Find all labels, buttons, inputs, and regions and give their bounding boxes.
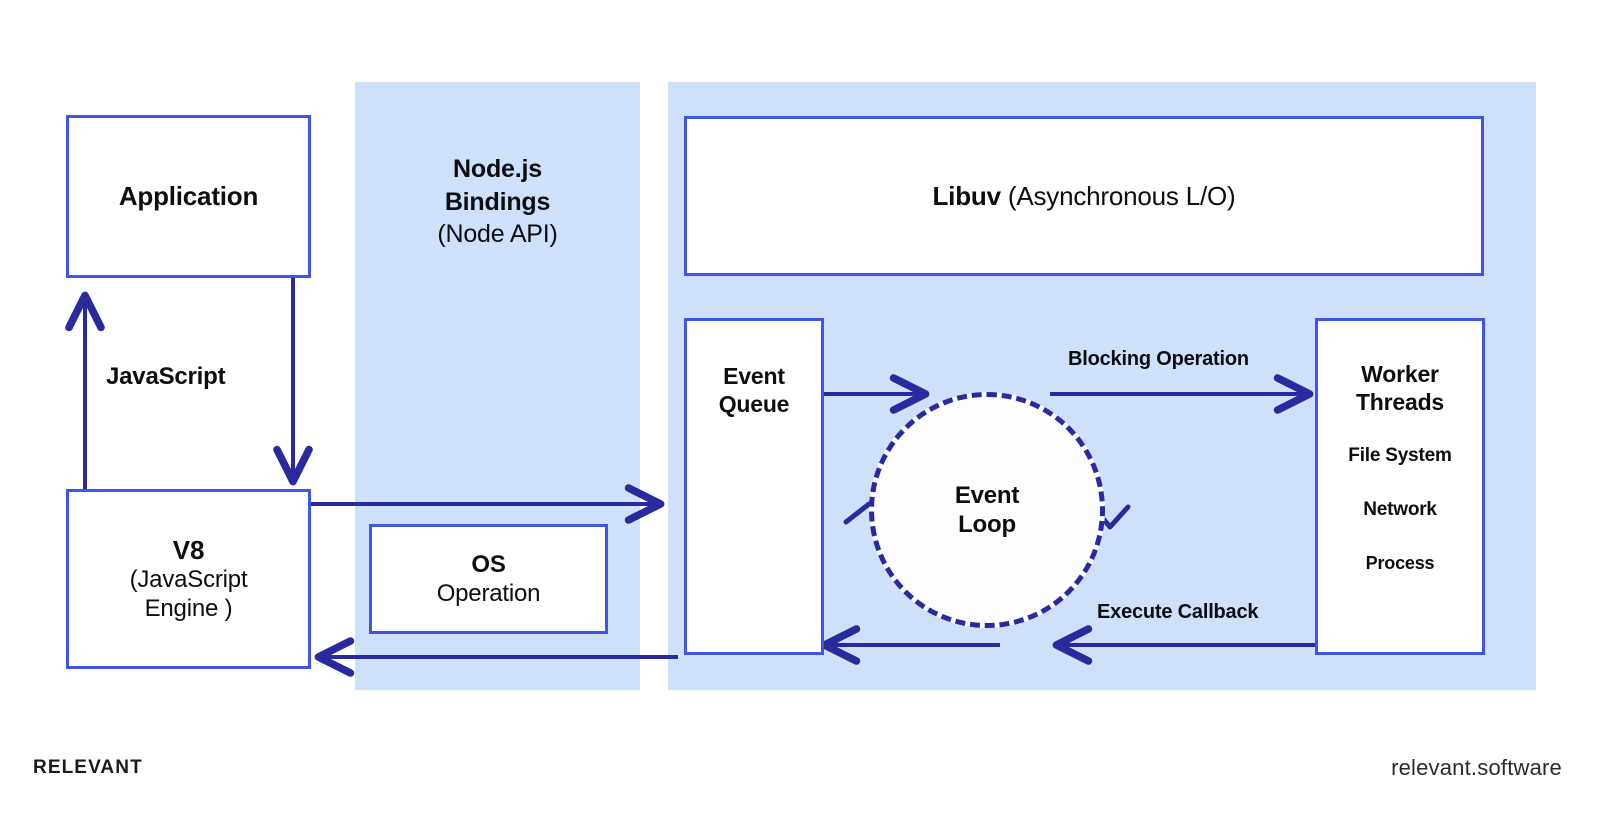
worker-item-file-system: File System [1348, 445, 1452, 467]
label-node-bindings: Node.js Bindings (Node API) [355, 153, 640, 251]
worker-item-network: Network [1363, 499, 1437, 521]
box-v8[interactable]: V8 (JavaScript Engine ) [66, 489, 311, 669]
bindings-line2: Bindings [444, 187, 551, 216]
bindings-line3: (Node API) [437, 220, 558, 248]
event-queue-title-line1: Event [723, 363, 785, 389]
event-loop-title-line1: Event [954, 481, 1020, 509]
v8-title: V8 [172, 535, 205, 566]
footer-site: relevant.software [1391, 755, 1562, 780]
event-loop-title-line2: Loop [958, 510, 1016, 538]
bindings-line1: Node.js [453, 155, 542, 183]
libuv-title: Libuv [932, 180, 1002, 211]
node-event-loop[interactable]: Event Loop [869, 392, 1105, 628]
os-title: OS [471, 550, 506, 578]
worker-item-process: Process [1365, 553, 1435, 574]
label-javascript: JavaScript [106, 363, 226, 390]
v8-subtitle-line2: Engine ) [144, 595, 233, 623]
application-title: Application [118, 181, 259, 212]
box-application[interactable]: Application [66, 115, 311, 278]
libuv-heading: Libuv (Asynchronous L/O) [933, 181, 1236, 211]
box-os-operation[interactable]: OS Operation [369, 524, 608, 634]
label-blocking-operation: Blocking Operation [1068, 348, 1249, 370]
box-libuv[interactable]: Libuv (Asynchronous L/O) [684, 116, 1484, 276]
event-queue-title-line2: Queue [718, 390, 790, 417]
libuv-subtitle: (Asynchronous L/O) [1007, 180, 1236, 211]
worker-threads-title-line1: Worker [1361, 361, 1439, 387]
v8-subtitle-line1: (JavaScript [129, 566, 248, 594]
box-event-queue[interactable]: Event Queue [684, 318, 824, 655]
footer-brand: RELEVANT [33, 757, 143, 778]
os-subtitle: Operation [436, 579, 541, 607]
label-execute-callback: Execute Callback [1097, 601, 1259, 623]
worker-threads-title-line2: Threads [1355, 388, 1445, 415]
box-worker-threads[interactable]: Worker Threads File System Network Proce… [1315, 318, 1485, 655]
